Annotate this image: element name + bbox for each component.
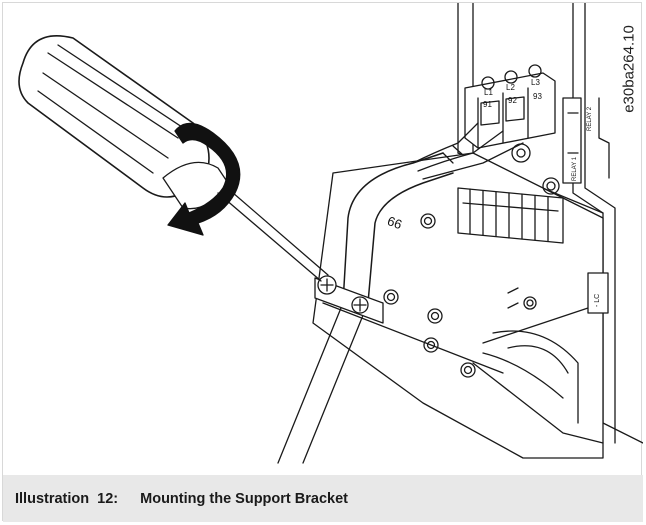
line-drawing [18,3,643,464]
terminal-label-91: 91 [483,100,492,109]
cable [277,122,524,464]
terminal-label-l2: L2 [506,83,515,92]
terminal-label-92: 92 [508,96,517,105]
relay-2-label: RELAY 2 [587,106,593,131]
terminal-label-93: 93 [533,92,542,101]
lc-label: - LC [594,294,601,307]
illustration-code: e30ba264.10 [617,9,641,129]
illustration-code-text: e30ba264.10 [620,25,638,113]
figure-caption: Illustration 12: Mounting the Support Br… [3,475,643,522]
ground-label: 99 [385,213,404,232]
drawing-labels: L1 L2 L3 91 92 93 RELAY 2 RELAY 1 99 - L… [385,78,601,307]
rotation-arrow [167,122,241,236]
screwdriver [18,34,329,282]
mains-terminal-block [464,64,556,149]
relay-1-label: RELAY 1 [572,156,578,181]
illustration: L1 L2 L3 91 92 93 RELAY 2 RELAY 1 99 - L… [3,3,643,465]
caption-title: Mounting the Support Bracket [140,490,348,507]
caption-label: Illustration 12: [15,490,119,507]
terminal-label-l1: L1 [484,88,493,97]
screw-holes [383,213,537,378]
support-bracket [314,275,384,324]
terminal-label-l3: L3 [531,78,540,87]
control-terminal-block [457,143,564,244]
